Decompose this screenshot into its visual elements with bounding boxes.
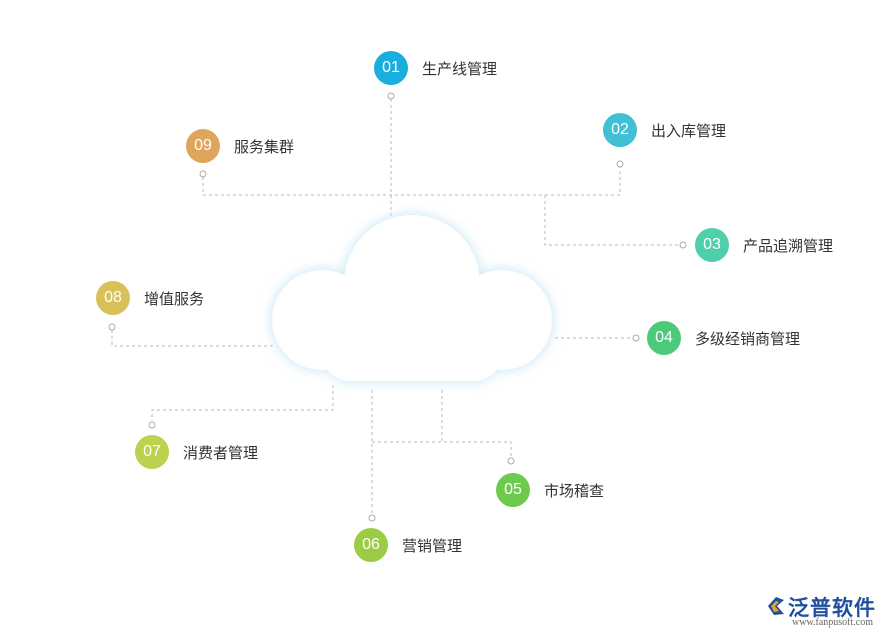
logo-brand-text: 泛普软件 (788, 596, 876, 620)
node-06: 06 营销管理 (354, 528, 462, 562)
node-08-label: 增值服务 (144, 289, 205, 308)
node-09: 09 服务集群 (186, 129, 294, 163)
node-04: 04 多级经销商管理 (647, 321, 800, 355)
node-08-badge: 08 (96, 281, 130, 315)
node-09-badge: 09 (186, 129, 220, 163)
endpoint-09 (199, 170, 207, 178)
node-01-label: 生产线管理 (422, 59, 498, 78)
node-02: 02 出入库管理 (603, 113, 726, 147)
endpoint-02 (616, 160, 624, 168)
endpoint-07 (148, 421, 156, 429)
node-06-label: 营销管理 (402, 536, 463, 555)
node-01-badge: 01 (374, 51, 408, 85)
node-04-label: 多级经销商管理 (695, 329, 801, 348)
node-07-label: 消费者管理 (183, 443, 259, 462)
node-07: 07 消费者管理 (135, 435, 258, 469)
logo-url-text: www.fanpusoft.com (792, 617, 874, 628)
node-03-label: 产品追溯管理 (743, 236, 834, 255)
endpoint-01 (387, 92, 395, 100)
endpoint-08 (108, 323, 116, 331)
node-01: 01 生产线管理 (374, 51, 497, 85)
node-05: 05 市场稽查 (496, 473, 604, 507)
node-08: 08 增值服务 (96, 281, 204, 315)
endpoint-03 (679, 241, 687, 249)
logo-mark-icon (768, 597, 784, 615)
node-05-label: 市场稽查 (544, 481, 605, 500)
endpoint-05 (507, 457, 515, 465)
node-03-badge: 03 (695, 228, 729, 262)
node-06-badge: 06 (354, 528, 388, 562)
center-cloud (262, 205, 562, 395)
node-02-label: 出入库管理 (651, 121, 727, 140)
node-03: 03 产品追溯管理 (695, 228, 833, 262)
endpoint-04 (632, 334, 640, 342)
node-05-badge: 05 (496, 473, 530, 507)
node-09-label: 服务集群 (234, 137, 295, 156)
endpoint-06 (368, 514, 376, 522)
node-07-badge: 07 (135, 435, 169, 469)
node-02-badge: 02 (603, 113, 637, 147)
brand-logo: 泛普软件 www.fanpusoft.com (764, 592, 890, 632)
node-04-badge: 04 (647, 321, 681, 355)
